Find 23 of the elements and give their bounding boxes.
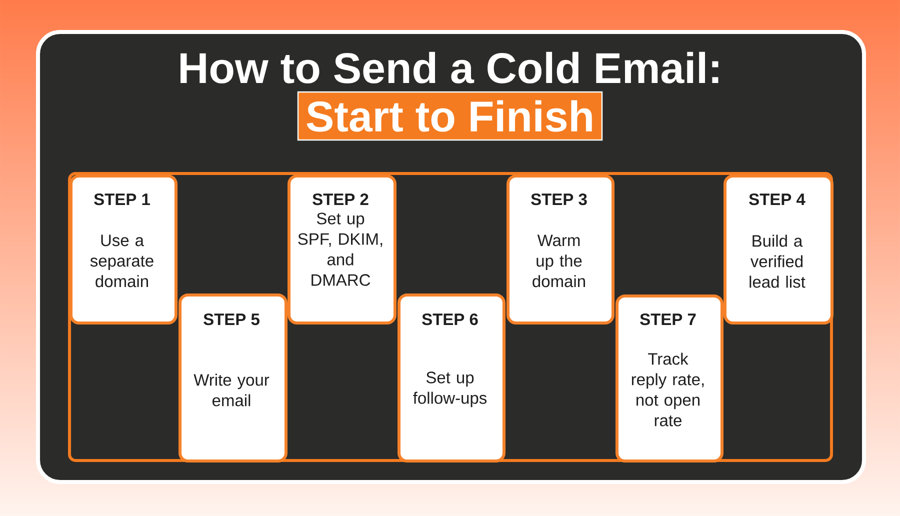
- step-text: Track reply rate, not open rate: [632, 352, 704, 426]
- step-card: [288, 174, 396, 324]
- step-heading: STEP 1: [94, 193, 150, 206]
- step-card: [616, 294, 724, 462]
- step-heading: STEP 5: [204, 313, 260, 326]
- highlight-label: Start to Finish: [297, 91, 603, 141]
- step-text: Warm up the domain: [532, 234, 585, 288]
- step-heading: STEP 3: [531, 193, 587, 206]
- title: How to Send a Cold Email:: [180, 52, 718, 84]
- step-text: Write your email: [194, 374, 270, 406]
- step-text: Build a verified lead list: [750, 234, 806, 288]
- step-card: [724, 174, 834, 324]
- step-text: Set up SPF, DKIM, and DMARC: [298, 212, 382, 286]
- step-text: Set up follow-ups: [413, 372, 487, 408]
- step-card: [70, 174, 178, 324]
- step-card: [506, 174, 614, 324]
- step-heading: STEP 2: [312, 193, 368, 206]
- step-text: Use a separate domain: [90, 234, 154, 288]
- step-card: [178, 294, 288, 462]
- step-heading: STEP 4: [749, 193, 806, 206]
- step-heading: STEP 6: [422, 313, 478, 326]
- step-heading: STEP 7: [640, 313, 696, 326]
- step-card: [398, 294, 506, 462]
